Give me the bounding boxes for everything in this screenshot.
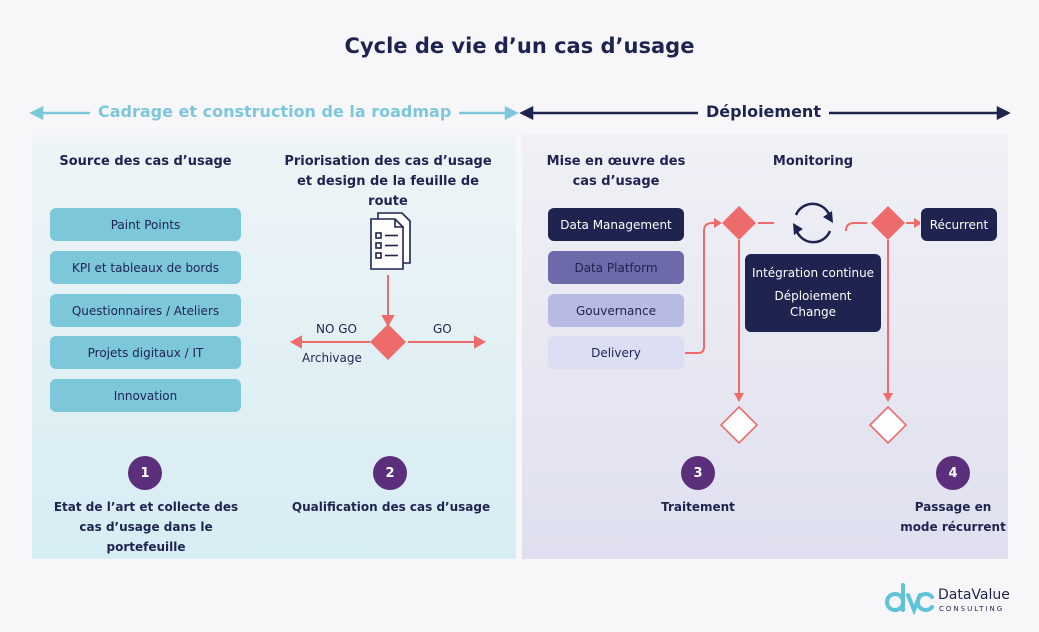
no-go-label: NO GO	[316, 322, 357, 336]
monitoring-line-1: Intégration continue	[751, 266, 875, 280]
recurrent-box: Récurrent	[921, 208, 997, 241]
source-pill: Questionnaires / Ateliers	[50, 294, 241, 327]
step-number-4: 4	[936, 456, 970, 490]
decision-diamond-icon	[370, 324, 406, 360]
end-diamond-icon	[868, 405, 908, 445]
step-number-1: 1	[128, 456, 162, 490]
document-checklist-icon	[370, 212, 411, 270]
datavalue-logo-icon	[885, 583, 934, 615]
deployment-flow	[685, 202, 920, 445]
impl-item-data-platform: Data Platform	[548, 251, 684, 284]
source-pill: Paint Points	[50, 208, 241, 241]
source-pill: Innovation	[50, 379, 241, 412]
monitoring-box: Intégration continue Déploiement Change	[745, 254, 881, 332]
phase-label-deploiement: Déploiement	[698, 102, 829, 121]
step-number-3: 3	[681, 456, 715, 490]
col-header-monitoring: Monitoring	[772, 154, 854, 169]
col-header-priorisation: Priorisation des cas d’usage et design d…	[284, 154, 492, 209]
decision-diamond-icon	[722, 206, 756, 240]
impl-item-delivery: Delivery	[548, 336, 684, 369]
impl-item-data-management: Data Management	[548, 208, 684, 241]
step-caption-2: Qualification des cas d’usage	[291, 500, 491, 514]
impl-item-gouvernance: Gouvernance	[548, 294, 684, 327]
step-caption-4: Passage en mode récurrent	[900, 500, 1006, 534]
col-header-source: Source des cas d’usage	[59, 154, 232, 169]
decision-diamond-icon	[871, 206, 905, 240]
source-pill: Projets digitaux / IT	[50, 336, 241, 369]
page-title: Cycle de vie d’un cas d’usage	[344, 34, 695, 58]
source-pill: KPI et tableaux de bords	[50, 251, 241, 284]
archive-label: Archivage	[302, 351, 362, 365]
logo-name: DataValue	[938, 587, 1010, 603]
step-number-2: 2	[373, 456, 407, 490]
col-header-mise-en-oeuvre: Mise en œuvre des cas d’usage	[546, 154, 686, 189]
end-diamond-icon	[719, 405, 759, 445]
go-label: GO	[433, 322, 452, 336]
logo-sub: CONSULTING	[939, 605, 1005, 613]
monitoring-line-2: Déploiement Change	[774, 289, 852, 319]
refresh-cycle-icon	[794, 202, 832, 244]
phase-label-cadrage: Cadrage et construction de la roadmap	[90, 102, 460, 121]
decision-flow	[289, 212, 487, 360]
step-caption-1: Etat de l’art et collecte des cas d’usag…	[53, 500, 239, 554]
step-caption-3: Traitement	[661, 500, 735, 514]
